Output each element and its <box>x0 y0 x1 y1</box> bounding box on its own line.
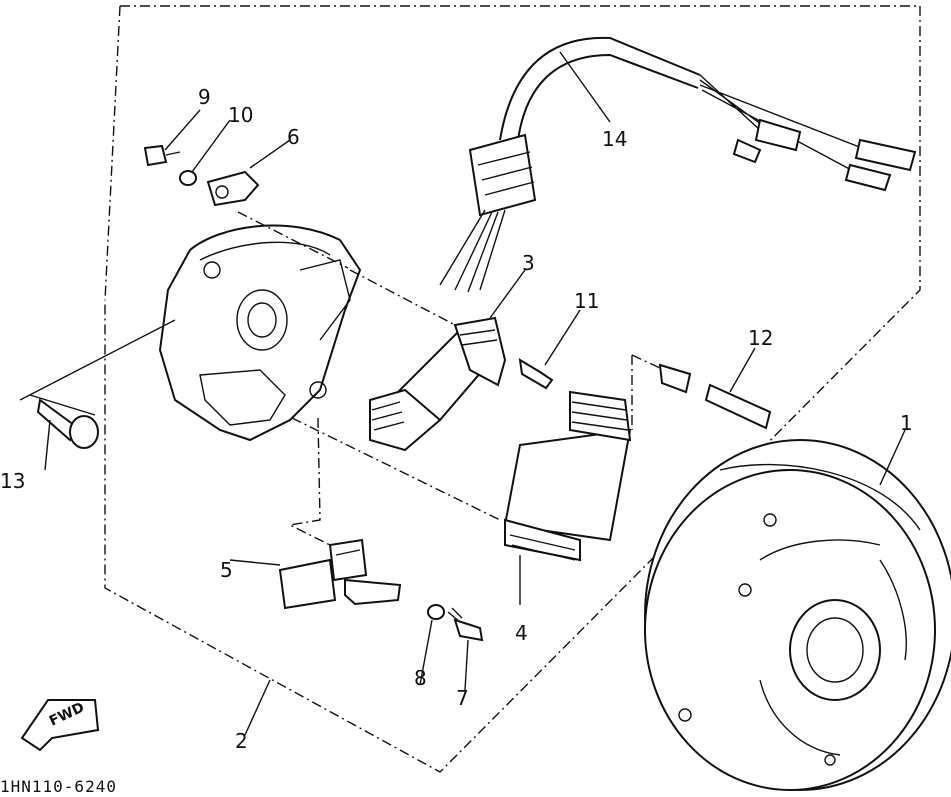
pickup-coil <box>278 538 368 610</box>
callout-12: 12 <box>748 326 773 350</box>
wire-harness <box>439 36 917 293</box>
callout-8: 8 <box>414 666 427 690</box>
drawing-code: 1HN110-6240 <box>0 777 117 796</box>
bracket <box>344 578 402 606</box>
washer-8 <box>427 604 445 620</box>
assembly-boundary-left <box>104 5 121 301</box>
callout-7: 7 <box>456 686 469 710</box>
alignment-lines <box>237 211 661 546</box>
screw-9 <box>143 144 181 167</box>
leader-lines <box>19 51 906 736</box>
washer-10 <box>179 170 197 186</box>
callout-5: 5 <box>220 558 233 582</box>
screw-7 <box>447 607 484 642</box>
screw-13 <box>36 398 99 449</box>
callout-2: 2 <box>235 729 248 753</box>
callout-3: 3 <box>522 251 535 275</box>
callout-6: 6 <box>287 125 300 149</box>
stator-base-plate <box>158 224 362 442</box>
flywheel-rotor <box>644 439 951 791</box>
callout-4: 4 <box>515 621 528 645</box>
screw-12 <box>658 363 772 430</box>
callout-1: 1 <box>900 411 913 435</box>
screw-11 <box>518 358 554 390</box>
callout-13: 13 <box>0 469 25 493</box>
callout-14: 14 <box>602 127 627 151</box>
fwd-arrow-badge: FWD <box>20 699 100 752</box>
clamp <box>206 170 260 207</box>
callout-9: 9 <box>198 85 211 109</box>
callout-11: 11 <box>574 289 599 313</box>
callout-10: 10 <box>228 103 253 127</box>
charging-coil <box>503 390 632 562</box>
source-coil <box>369 316 507 452</box>
